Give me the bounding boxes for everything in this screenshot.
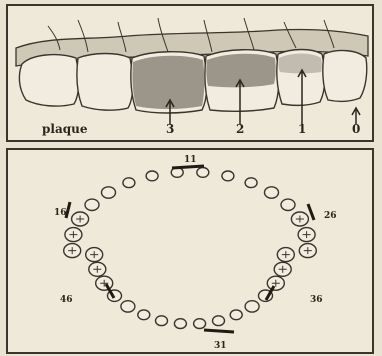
plaque-coverage-1 bbox=[278, 54, 321, 74]
lower-arch-tooth bbox=[174, 319, 186, 329]
upper-arch-tooth bbox=[222, 171, 234, 181]
upper-arch-tooth bbox=[197, 168, 209, 178]
upper-arch-tooth bbox=[281, 199, 295, 210]
marker-tooth-11 bbox=[172, 166, 204, 168]
upper-arch bbox=[64, 168, 317, 258]
lower-arch bbox=[86, 248, 295, 329]
upper-arch-tooth bbox=[123, 178, 135, 188]
score-label-3: 3 bbox=[166, 122, 174, 136]
dental-arch-diagram: 11 16 26 46 36 31 bbox=[8, 150, 372, 352]
upper-arch-tooth bbox=[102, 187, 116, 198]
plaque-label: plaque bbox=[42, 122, 88, 136]
lower-arch-tooth bbox=[194, 319, 206, 329]
plaque-coverage-3 bbox=[132, 56, 204, 109]
score-label-2: 2 bbox=[236, 122, 244, 136]
tooth-label-46: 46 bbox=[60, 295, 73, 305]
marker-tooth-31 bbox=[204, 330, 234, 332]
teeth-illustration: plaque 3 2 1 0 bbox=[8, 6, 372, 140]
lower-arch-tooth bbox=[245, 301, 259, 312]
tooth-lateral-left bbox=[77, 54, 133, 111]
tooth-label-26: 26 bbox=[324, 211, 337, 221]
lower-arch-tooth bbox=[138, 310, 150, 320]
tooth-canine-left bbox=[19, 55, 78, 106]
lower-arch-tooth bbox=[213, 316, 225, 326]
upper-arch-tooth bbox=[85, 199, 99, 210]
tooth-label-31: 31 bbox=[214, 341, 227, 351]
upper-arch-tooth bbox=[265, 187, 279, 198]
score-label-0: 0 bbox=[352, 122, 360, 136]
lower-arch-tooth bbox=[156, 316, 168, 326]
lower-arch-tooth bbox=[121, 301, 135, 312]
dental-arch-panel: 11 16 26 46 36 31 bbox=[6, 148, 374, 354]
tooth-label-11: 11 bbox=[184, 155, 197, 165]
marker-tooth-16 bbox=[66, 202, 70, 218]
upper-arch-tooth bbox=[146, 171, 158, 181]
score-label-1: 1 bbox=[298, 122, 306, 136]
plaque-score-panel: plaque 3 2 1 0 bbox=[6, 4, 374, 142]
tooth-canine-score-0 bbox=[323, 51, 367, 102]
tooth-label-36: 36 bbox=[310, 295, 323, 305]
upper-arch-tooth bbox=[245, 178, 257, 188]
tooth-label-16: 16 bbox=[54, 208, 67, 218]
lower-arch-tooth bbox=[230, 310, 242, 320]
